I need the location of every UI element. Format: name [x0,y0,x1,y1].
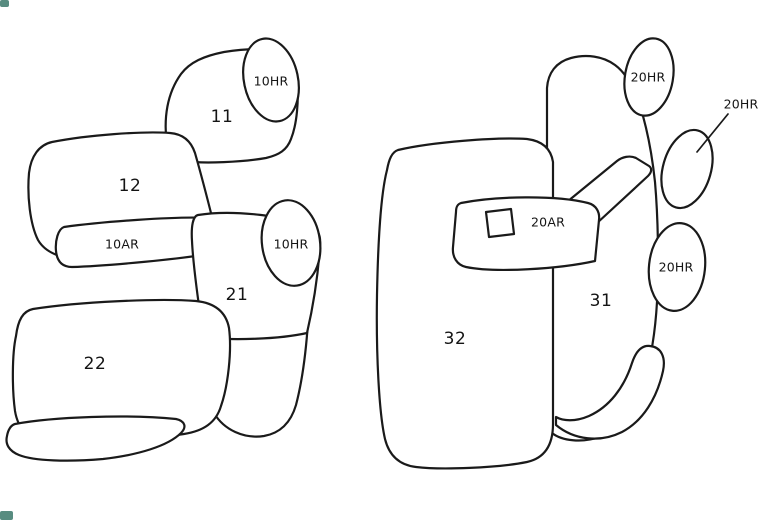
front-cushion-shape [11,298,232,444]
scan-artifact-top-left [0,0,9,7]
scan-artifact-bottom-left [0,511,13,520]
front-seatback-left-label: 12 [119,176,142,196]
front-seatback-right-label: 11 [211,107,234,127]
rear-armrest-label: 20AR [531,215,565,230]
front-cushion-skirt-shape [5,415,186,462]
front-armrest-shape [54,216,222,269]
front-headrest-top-shape [242,37,300,123]
rear-seat-main-label: 32 [444,329,467,349]
front-headrest-lower-shape [260,199,322,287]
rear-armrest-shape [451,196,601,271]
front-headrest-lower-label: 10HR [274,237,309,252]
front-seatback-lower-label: 21 [226,285,249,305]
rear-seat-main-shape [375,137,555,470]
front-cushion-label: 22 [84,354,107,374]
rear-headrest-lower-shape [647,222,707,312]
rear-headrest-top-label: 20HR [631,70,666,85]
rear-seatback-label: 31 [590,291,613,311]
rear-armrest-buckle-shape [484,207,516,239]
rear-side-bolster-shape [554,344,665,440]
rear-headrest-middle-shape [660,128,714,210]
front-headrest-top-label: 10HR [254,74,289,89]
rear-headrest-top-shape [623,37,675,117]
front-armrest-label: 10AR [105,237,139,252]
rear-headrest-lower-label: 20HR [659,260,694,275]
headrest-callout-leader-line [696,113,729,153]
rear-headrest-callout-label: 20HR [724,97,759,112]
